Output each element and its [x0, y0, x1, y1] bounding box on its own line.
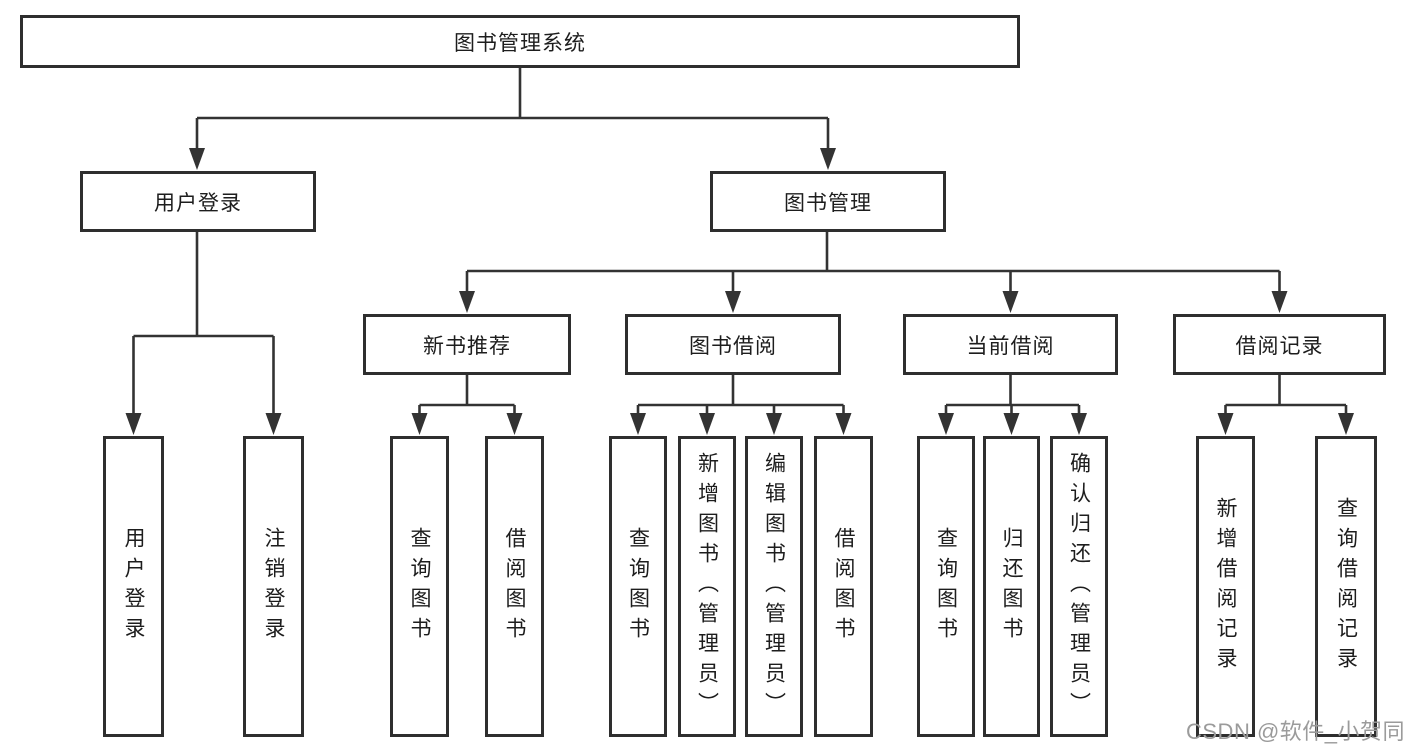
node-book-borrowing: 图书借阅 [625, 314, 841, 375]
node-book-management: 图书管理 [710, 171, 946, 232]
leaf-query-books-borrowing: 查询图书 [609, 436, 667, 737]
csdn-watermark: CSDN @软件_小贺同学 [1186, 719, 1405, 744]
leaf-query-books-current: 查询图书 [917, 436, 975, 737]
node-library-management-system: 图书管理系统 [20, 15, 1020, 68]
leaf-query-books-recommendation: 查询图书 [390, 436, 449, 737]
leaf-query-borrowing-record: 查询借阅记录 [1315, 436, 1377, 737]
leaf-return-books: 归还图书 [983, 436, 1040, 737]
leaf-logout: 注销登录 [243, 436, 304, 737]
node-new-book-recommendation: 新书推荐 [363, 314, 571, 375]
leaf-user-login: 用户登录 [103, 436, 164, 737]
node-user-login: 用户登录 [80, 171, 316, 232]
leaf-borrow-books-recommendation: 借阅图书 [485, 436, 544, 737]
node-borrowing-records: 借阅记录 [1173, 314, 1386, 375]
leaf-borrow-books-borrowing: 借阅图书 [814, 436, 873, 737]
leaf-add-books-admin: 新增图书（管理员） [678, 436, 736, 737]
leaf-edit-books-admin: 编辑图书（管理员） [745, 436, 803, 737]
leaf-confirm-return-admin: 确认归还（管理员） [1050, 436, 1108, 737]
node-current-borrowing: 当前借阅 [903, 314, 1118, 375]
leaf-add-borrowing-record: 新增借阅记录 [1196, 436, 1255, 737]
